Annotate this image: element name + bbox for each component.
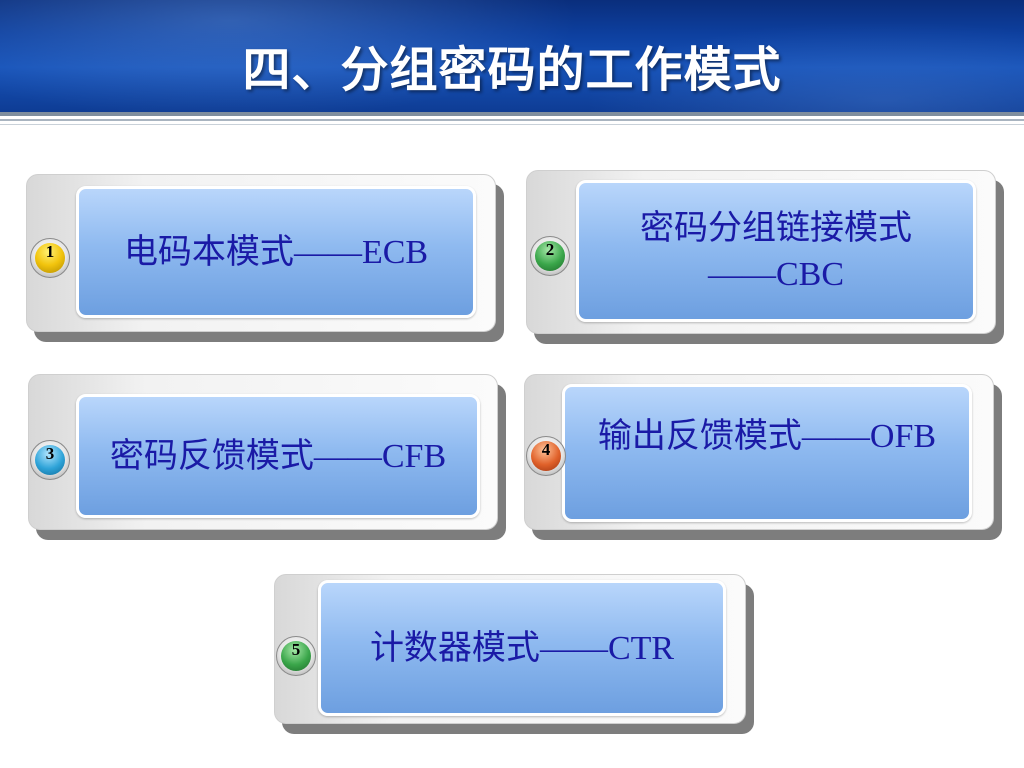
mode-card-cbc: 密码分组链接模式——CBC 2 (526, 170, 1004, 344)
number-badge: 2 (530, 236, 570, 276)
badge-circle-icon: 5 (281, 641, 311, 671)
banner-divider-hairline (0, 124, 1024, 125)
badge-circle-icon: 1 (35, 243, 65, 273)
mode-panel: 计数器模式——CTR (318, 580, 726, 716)
mode-label: 电码本模式——ECB (123, 231, 429, 272)
number-badge: 1 (30, 238, 70, 278)
badge-circle-icon: 4 (531, 441, 561, 471)
mode-panel: 电码本模式——ECB (76, 186, 476, 318)
banner-divider-thin (0, 119, 1024, 121)
mode-card-ofb: 输出反馈模式——OFB 4 (524, 374, 1002, 540)
mode-panel: 输出反馈模式——OFB (562, 384, 972, 522)
slide-title: 四、分组密码的工作模式 (242, 42, 782, 98)
mode-label: 计数器模式——CTR (369, 627, 675, 668)
mode-panel: 密码分组链接模式——CBC (576, 180, 976, 322)
number-badge: 5 (276, 636, 316, 676)
mode-label: 密码反馈模式——CFB (109, 435, 447, 476)
mode-label: 输出反馈模式——OFB (597, 416, 937, 456)
mode-card-ecb: 电码本模式——ECB 1 (26, 174, 504, 342)
number-badge: 3 (30, 440, 70, 480)
mode-label: 密码分组链接模式——CBC (640, 207, 912, 293)
mode-card-cfb: 密码反馈模式——CFB 3 (28, 374, 506, 540)
title-banner: 四、分组密码的工作模式 (0, 0, 1024, 112)
badge-circle-icon: 3 (35, 445, 65, 475)
mode-panel: 密码反馈模式——CFB (76, 394, 480, 518)
banner-divider (0, 112, 1024, 116)
mode-card-ctr: 计数器模式——CTR 5 (274, 574, 754, 734)
badge-circle-icon: 2 (535, 241, 565, 271)
number-badge: 4 (526, 436, 566, 476)
